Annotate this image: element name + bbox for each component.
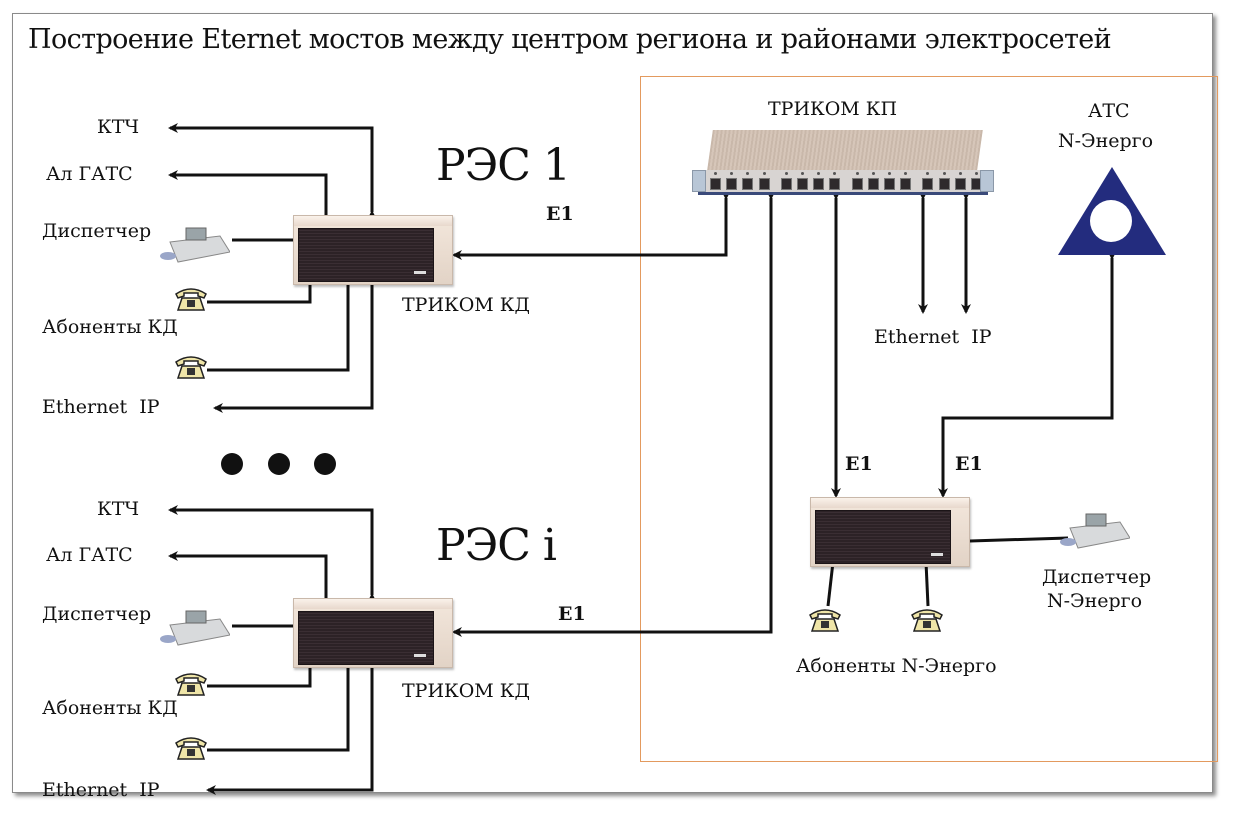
kp-port bbox=[884, 178, 895, 190]
kp-port bbox=[938, 178, 950, 190]
ellipsis-dot bbox=[314, 453, 336, 475]
resi-e1-link bbox=[452, 190, 776, 637]
telephone-icon bbox=[175, 356, 207, 379]
resi-subscribers-label: Абоненты КД bbox=[42, 697, 178, 719]
resi-device-label: ТРИКОМ КД bbox=[402, 680, 530, 702]
resi-dispatcher-label: Диспетчер bbox=[42, 603, 152, 625]
res1-phone1-line bbox=[207, 285, 312, 304]
kp-port bbox=[710, 178, 721, 190]
ats-label-line2: N-Энерго bbox=[1058, 130, 1154, 152]
res1-phone2-line bbox=[207, 285, 350, 372]
kp-led bbox=[730, 172, 734, 175]
res1-e1-link bbox=[452, 190, 731, 260]
kp-port bbox=[851, 178, 863, 190]
kp-port bbox=[813, 178, 825, 190]
res1-ktch-label: КТЧ bbox=[97, 116, 140, 138]
center-trikom-kd-device bbox=[810, 497, 970, 567]
ellipsis-dot bbox=[221, 453, 243, 475]
kp-led bbox=[784, 172, 788, 175]
kp-label: ТРИКОМ КП bbox=[768, 98, 898, 120]
resi-name: РЭС i bbox=[436, 520, 557, 571]
kp-led bbox=[817, 172, 821, 175]
resi-ethernet-label: Ethernet IP bbox=[42, 779, 160, 801]
center-phone1-line bbox=[826, 561, 835, 607]
res1-dispatcher-label: Диспетчер bbox=[42, 220, 152, 242]
diagram-title: Построение Eternet мостов между центром … bbox=[28, 24, 1112, 55]
center-dispatcher-label-1: Диспетчер bbox=[1042, 566, 1152, 588]
telephone-icon bbox=[911, 609, 943, 632]
resi-ktch-label: КТЧ bbox=[97, 498, 140, 520]
res1-gats-line bbox=[168, 170, 328, 216]
center-e1-label-1: E1 bbox=[845, 453, 873, 475]
kp-led bbox=[714, 172, 717, 175]
kp-led bbox=[762, 172, 766, 175]
res1-trikom-kd-device bbox=[293, 215, 453, 285]
resi-phone2-line bbox=[207, 668, 350, 752]
res1-ethernet-label: Ethernet IP bbox=[42, 396, 160, 418]
center-dispatcher-label-2: N-Энерго bbox=[1047, 590, 1143, 612]
dispatcher-console-icon bbox=[160, 610, 230, 646]
resi-gats-label: Ал ГАТС bbox=[46, 544, 133, 566]
res1-ethernet-line bbox=[213, 277, 377, 413]
resi-e1-label: E1 bbox=[558, 603, 586, 625]
kp-led bbox=[855, 172, 859, 175]
kp-port bbox=[797, 178, 808, 190]
kp-led bbox=[926, 172, 930, 175]
telephone-icon bbox=[175, 288, 207, 311]
kp-led bbox=[746, 172, 750, 175]
ats-kd-e1-link bbox=[938, 250, 1117, 498]
kp-port bbox=[829, 178, 841, 190]
dispatcher-console-icon bbox=[1060, 513, 1130, 549]
kp-port bbox=[867, 178, 879, 190]
resi-phone1-line bbox=[207, 668, 312, 688]
kp-port bbox=[758, 178, 770, 190]
kp-led bbox=[942, 172, 946, 175]
res1-device-label: ТРИКОМ КД bbox=[402, 294, 530, 316]
resi-ktch-line bbox=[168, 505, 377, 603]
res1-gats-label: Ал ГАТС bbox=[46, 163, 133, 185]
kp-led bbox=[888, 172, 891, 175]
resi-ethernet-line bbox=[206, 660, 377, 795]
kp-port bbox=[900, 178, 912, 190]
kp-led bbox=[958, 172, 962, 175]
center-e1-label-2: E1 bbox=[955, 453, 983, 475]
telephone-icon bbox=[175, 673, 207, 696]
res1-ktch-line bbox=[168, 123, 377, 220]
telephone-icon bbox=[175, 737, 207, 760]
center-phone2-line bbox=[924, 561, 930, 607]
resi-gats-line bbox=[168, 551, 328, 598]
dispatcher-console-icon bbox=[160, 227, 230, 263]
ats-triangle-icon bbox=[1058, 167, 1166, 255]
kp-led bbox=[904, 172, 908, 175]
res1-subscribers-label: Абоненты КД bbox=[42, 316, 178, 338]
kp-port bbox=[742, 178, 754, 190]
center-dispatcher-line bbox=[969, 536, 1069, 543]
kp-led bbox=[833, 172, 837, 175]
kp-led bbox=[871, 172, 875, 175]
telephone-icon bbox=[809, 609, 841, 632]
resi-trikom-kd-device bbox=[293, 598, 453, 668]
ellipsis-dot bbox=[268, 453, 290, 475]
kp-port bbox=[780, 178, 792, 190]
kp-led bbox=[975, 172, 978, 175]
kp-port bbox=[922, 178, 934, 190]
kp-port bbox=[954, 178, 966, 190]
kp-led bbox=[801, 172, 804, 175]
res1-name: РЭС 1 bbox=[436, 140, 571, 191]
res1-e1-label: E1 bbox=[546, 203, 574, 225]
ats-label-line1: АТС bbox=[1088, 100, 1130, 122]
kp-port bbox=[726, 178, 738, 190]
trikom-kp-device bbox=[692, 130, 994, 198]
center-subscribers-label: Абоненты N-Энерго bbox=[796, 655, 997, 677]
center-ethernet-label: Ethernet IP bbox=[874, 326, 992, 348]
